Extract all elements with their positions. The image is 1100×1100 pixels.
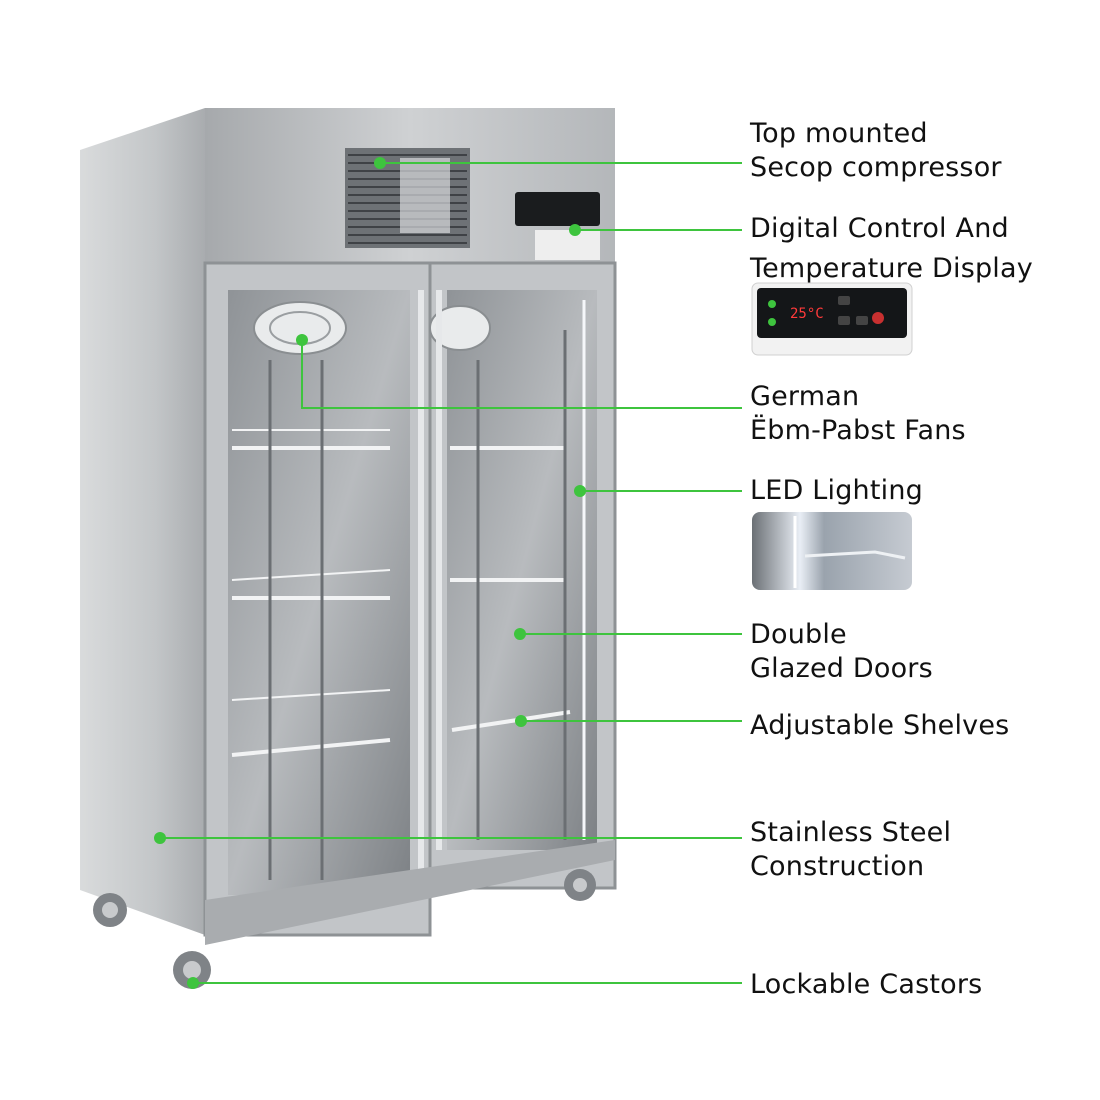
callout-control-line1: Digital Control And [750,213,1009,244]
led-lighting-inset [752,512,912,590]
fan-right [429,305,491,351]
callout-fans-line2: Ëbm-Pabst Fans [750,415,966,446]
callout-doors-line2: Glazed Doors [750,653,933,684]
callout-shelves-line1: Adjustable Shelves [750,710,1010,741]
callout-fans-line1: German [750,381,860,412]
compliance-sticker [535,230,600,260]
castor-rear-left [93,893,127,927]
callout-doors: Double Glazed Doors [750,618,933,686]
callout-fans: German Ëbm-Pabst Fans [750,380,966,448]
display-temperature: 25°C [790,306,824,322]
callout-dots [154,157,586,989]
door-right-glass [447,290,597,850]
castor-front-right [564,869,596,901]
callout-doors-line1: Double [750,619,847,650]
callout-compressor-line2: Secop compressor [750,152,1002,183]
door-left-glass [228,290,410,895]
handle-right [436,290,442,850]
compressor-vent [345,148,470,248]
callout-compressor: Top mounted Secop compressor [750,117,1002,185]
fridge-base [205,840,615,945]
handle-left [418,290,424,890]
shelves [231,429,571,757]
callout-steel-line1: Stainless Steel [750,817,952,848]
callout-led-line1: LED Lighting [750,475,924,506]
control-panel [515,192,600,226]
callout-compressor-line1: Top mounted [750,118,928,149]
callout-steel: Stainless Steel Construction [750,816,951,884]
control-display-inset: 25°C [751,282,913,356]
fan-left [253,301,347,355]
callout-led: LED Lighting [750,474,923,508]
callout-control: Digital Control And Temperature Display [750,209,1033,289]
callout-steel-line2: Construction [750,851,925,882]
callout-castors: Lockable Castors [750,968,982,1002]
fridge-side-panel [80,108,205,935]
callout-castors-line1: Lockable Castors [750,969,983,1000]
callout-shelves: Adjustable Shelves [750,709,1009,743]
castor-front-left [173,951,211,989]
callout-lines [160,162,742,984]
callout-control-line2: Temperature Display [750,253,1033,284]
shelf-rails [268,330,567,880]
